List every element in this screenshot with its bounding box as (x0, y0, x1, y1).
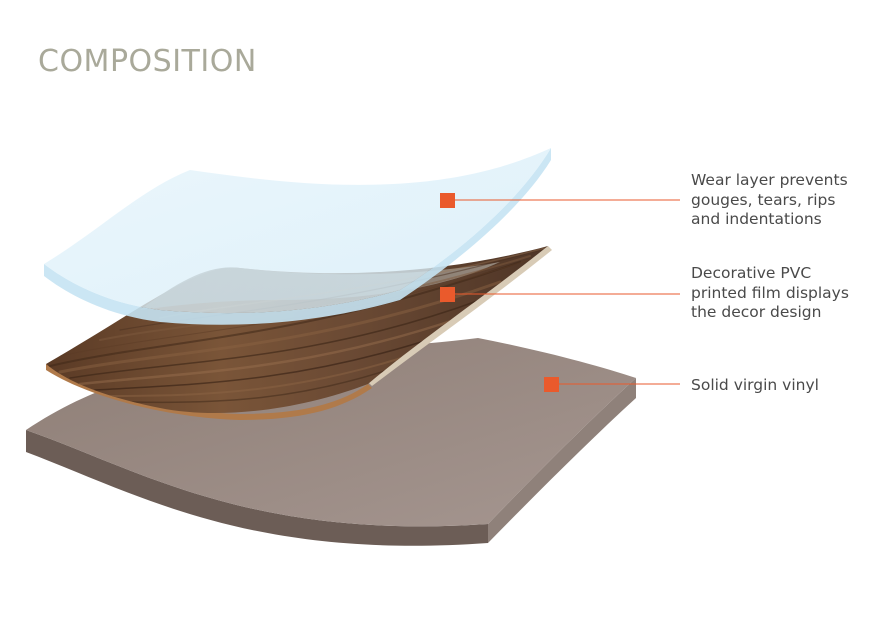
leader-vinyl (544, 377, 680, 392)
vinyl-base-label: Solid virgin vinyl (691, 376, 819, 396)
decor-film-surface (46, 246, 548, 414)
square-marker-icon (544, 377, 559, 392)
wear-layer-label: Wear layer prevents gouges, tears, rips … (691, 171, 848, 230)
vinyl-base-right (488, 378, 636, 543)
label-line: and indentations (691, 210, 822, 228)
label-line: Wear layer prevents (691, 171, 848, 189)
wear-layer-sheet (44, 148, 551, 325)
label-line: printed film displays (691, 283, 849, 302)
wear-layer-edge (44, 148, 551, 325)
label-line: gouges, tears, rips (691, 190, 836, 209)
label-line: Solid virgin vinyl (691, 376, 819, 394)
page-title: COMPOSITION (38, 44, 257, 79)
square-marker-icon (440, 287, 455, 302)
label-line: Decorative PVC (691, 264, 812, 282)
label-line: the decor design (691, 303, 822, 321)
vinyl-base-front (26, 430, 488, 546)
decor-film-label: Decorative PVC printed film displays the… (691, 264, 849, 323)
leader-decor (440, 287, 680, 302)
square-marker-icon (440, 193, 455, 208)
wear-layer-surface (44, 148, 551, 314)
leader-wear (440, 193, 680, 208)
decor-film-edge (366, 246, 552, 386)
